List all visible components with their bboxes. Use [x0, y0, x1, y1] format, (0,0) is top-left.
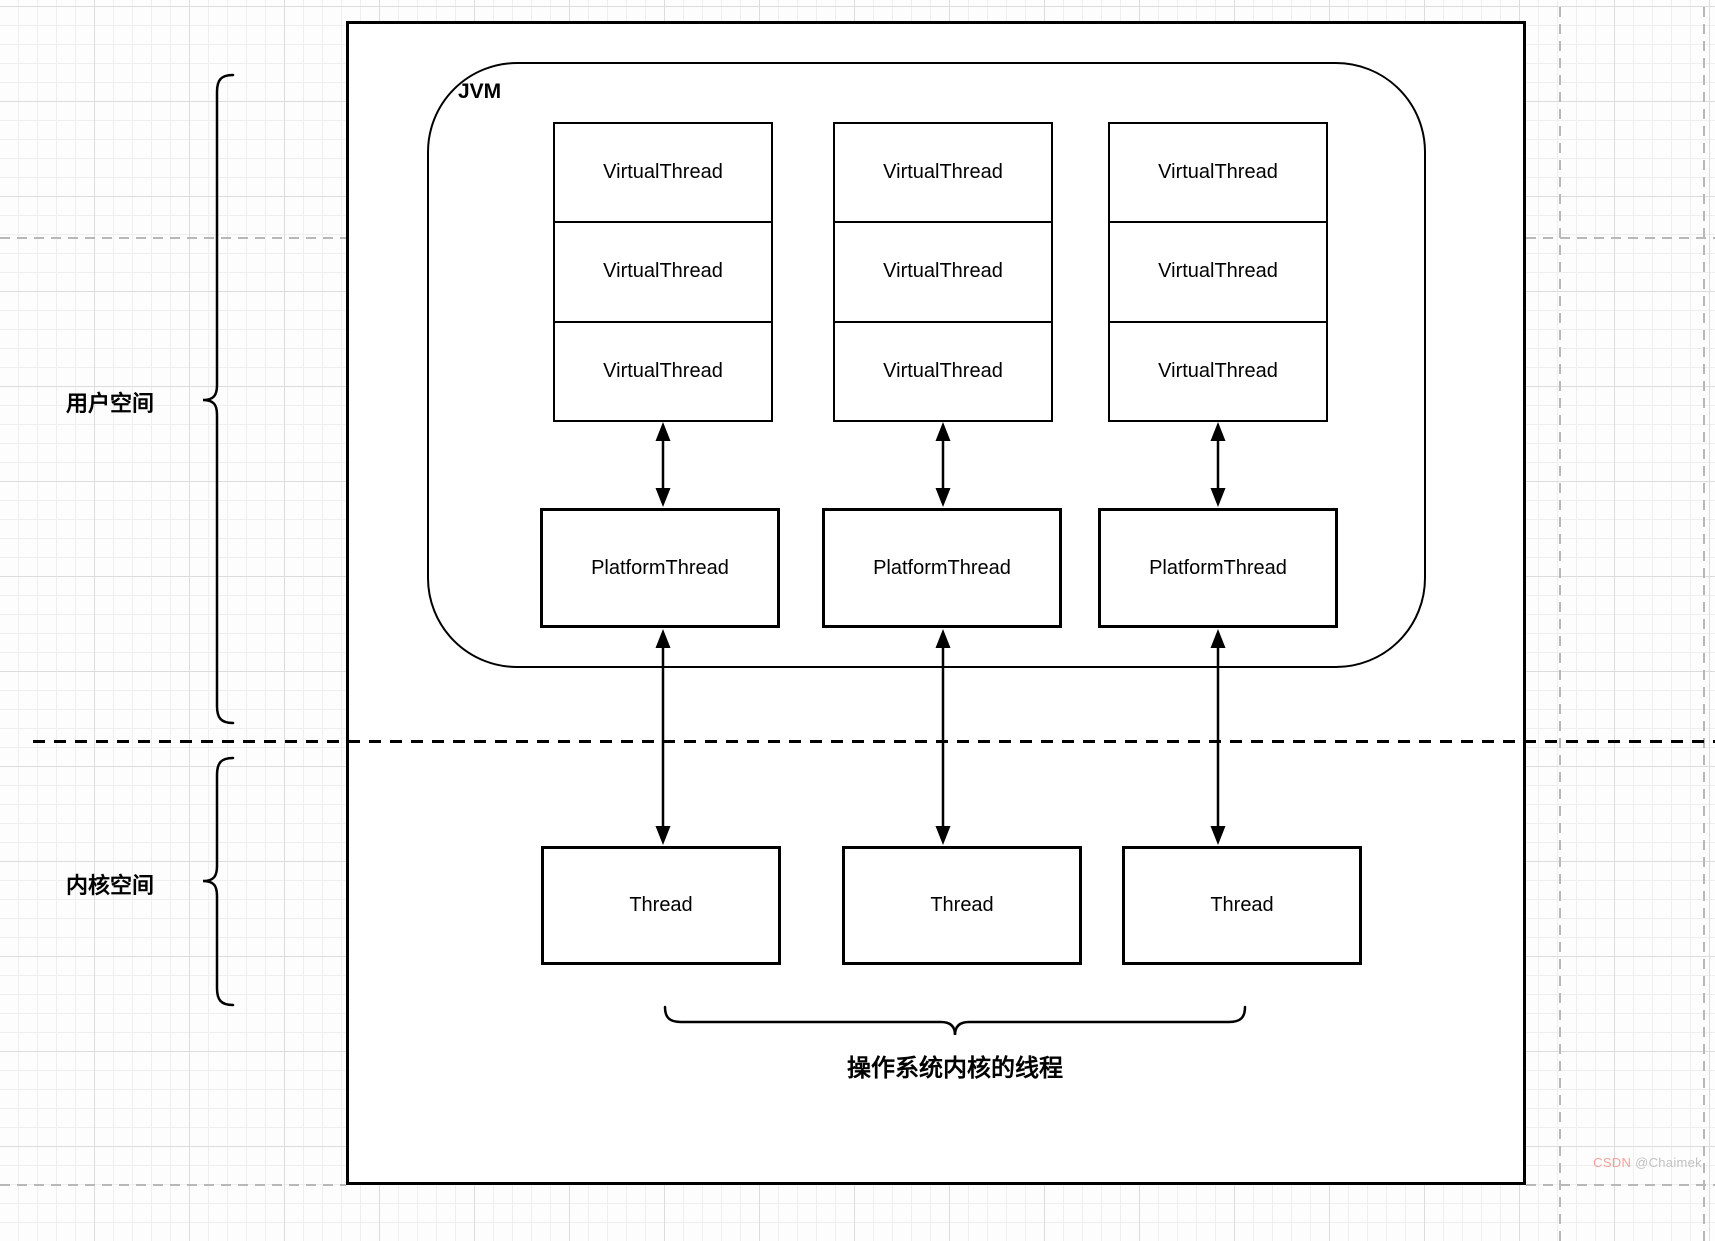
guide-dashed-line-vertical-1	[1559, 0, 1561, 1241]
guide-dashed-line-top-right	[1526, 237, 1715, 239]
virtual-thread-stack-3: VirtualThread VirtualThread VirtualThrea…	[1108, 122, 1328, 422]
guide-dashed-line-vertical-2	[1703, 0, 1705, 1241]
kernel-space-brace	[202, 756, 235, 1007]
virtual-thread-box: VirtualThread	[835, 320, 1051, 420]
os-kernel-threads-label: 操作系统内核的线程	[847, 1055, 1063, 1082]
watermark-brand: CSDN	[1593, 1155, 1632, 1170]
virtual-thread-stack-1: VirtualThread VirtualThread VirtualThrea…	[553, 122, 773, 422]
kernel-space-label: 内核空间	[65, 873, 154, 898]
jvm-label: JVM	[458, 80, 502, 103]
watermark-author: @Chaimek	[1635, 1155, 1702, 1170]
virtual-thread-box: VirtualThread	[603, 161, 723, 184]
user-kernel-boundary-dashed-line	[33, 740, 1715, 743]
guide-dashed-line-bottom-right	[1526, 1184, 1715, 1186]
virtual-thread-box: VirtualThread	[835, 221, 1051, 320]
platform-thread-box-2: PlatformThread	[822, 508, 1062, 628]
os-thread-box-3: Thread	[1122, 846, 1362, 965]
user-space-brace	[202, 73, 235, 725]
virtual-thread-stack-2: VirtualThread VirtualThread VirtualThrea…	[833, 122, 1053, 422]
os-thread-box-1: Thread	[541, 846, 781, 965]
virtual-thread-box: VirtualThread	[555, 221, 771, 320]
os-thread-box-2: Thread	[842, 846, 1082, 965]
guide-dashed-line-top-left	[0, 237, 346, 239]
virtual-thread-box: VirtualThread	[1158, 161, 1278, 184]
virtual-thread-box: VirtualThread	[1110, 320, 1326, 420]
platform-thread-box-1: PlatformThread	[540, 508, 780, 628]
guide-dashed-line-bottom-left	[0, 1184, 346, 1186]
user-space-label: 用户空间	[65, 391, 154, 416]
platform-thread-box-3: PlatformThread	[1098, 508, 1338, 628]
virtual-thread-box: VirtualThread	[883, 161, 1003, 184]
virtual-thread-box: VirtualThread	[1110, 221, 1326, 320]
virtual-thread-box: VirtualThread	[555, 320, 771, 420]
watermark: CSDN @Chaimek	[1593, 1155, 1702, 1170]
